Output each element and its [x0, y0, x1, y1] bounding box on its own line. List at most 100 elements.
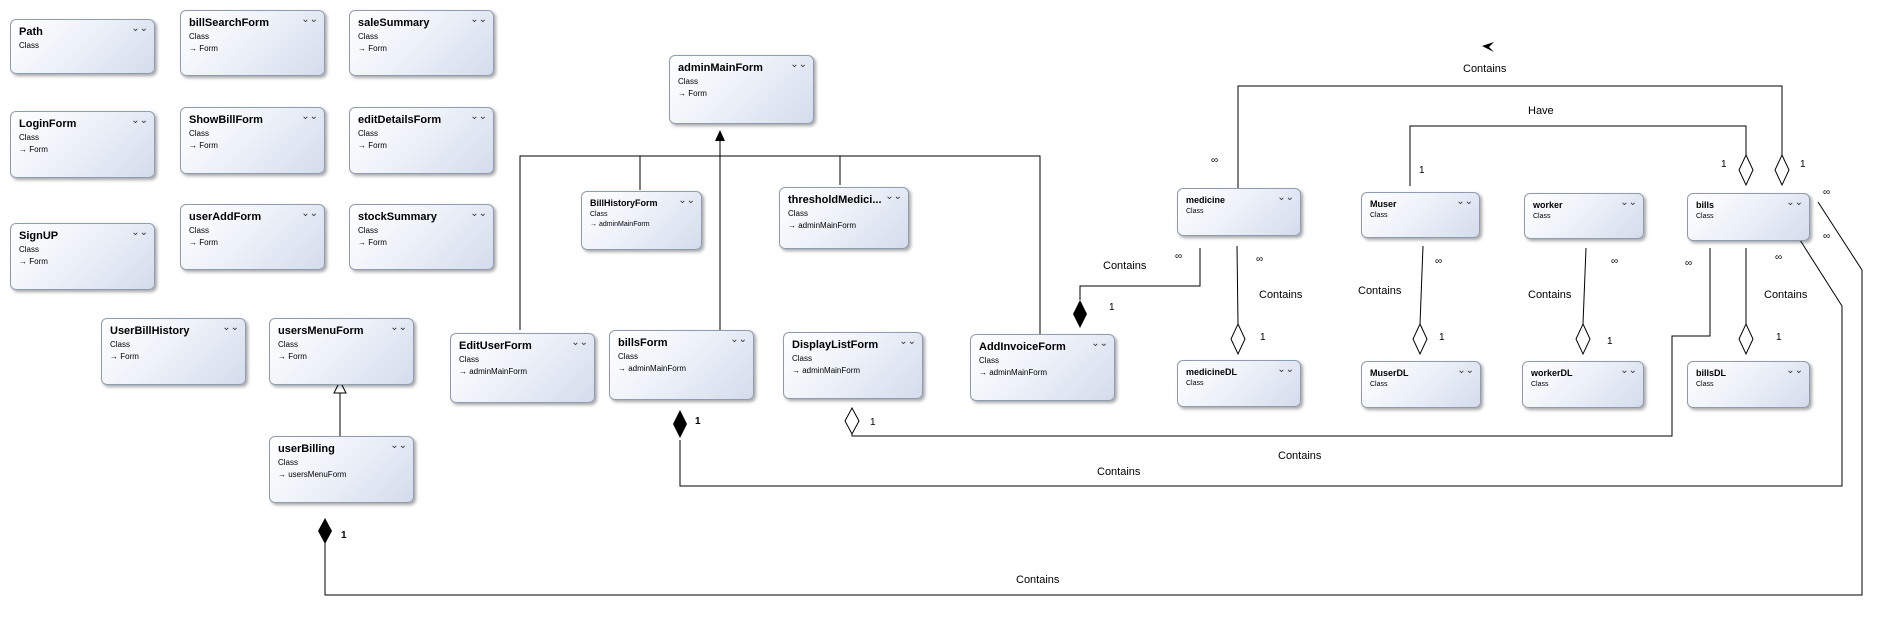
class-billsearchform[interactable]: billSearchForm Class → Form ⌄⌄ [180, 10, 325, 76]
class-base: → Form [358, 44, 387, 53]
class-useraddform[interactable]: userAddForm Class → Form ⌄⌄ [180, 204, 325, 270]
arrowhead-marker [1482, 42, 1494, 52]
multiplicity-label: 1 [1439, 332, 1445, 343]
chevron-down-icon[interactable]: ⌄⌄ [1620, 365, 1637, 376]
chevron-down-icon[interactable]: ⌄⌄ [470, 14, 487, 25]
class-billsdl[interactable]: billsDL Class ⌄⌄ [1687, 361, 1810, 408]
class-showbillform[interactable]: ShowBillForm Class → Form ⌄⌄ [180, 107, 325, 174]
class-base: → adminMainForm [459, 367, 528, 376]
chevron-down-icon[interactable]: ⌄⌄ [222, 322, 239, 333]
chevron-down-icon[interactable]: ⌄⌄ [131, 23, 148, 34]
chevron-down-icon[interactable]: ⌄⌄ [730, 334, 747, 345]
association-label: Contains [1463, 63, 1507, 75]
chevron-down-icon[interactable]: ⌄⌄ [470, 111, 487, 122]
class-muser[interactable]: Muser Class ⌄⌄ [1361, 192, 1480, 238]
class-stereotype: Class [19, 245, 40, 254]
chevron-down-icon[interactable]: ⌄⌄ [1277, 364, 1294, 375]
multiplicity-label: 1 [1607, 336, 1613, 347]
chevron-down-icon[interactable]: ⌄⌄ [899, 336, 916, 347]
chevron-down-icon[interactable]: ⌄⌄ [301, 111, 318, 122]
class-base-name: Form [29, 257, 48, 266]
multiplicity-label: ∞ [1823, 231, 1831, 242]
class-stereotype: Class [618, 352, 639, 361]
chevron-down-icon[interactable]: ⌄⌄ [301, 208, 318, 219]
class-base: → adminMainForm [979, 368, 1048, 377]
class-base-name: Form [688, 89, 707, 98]
chevron-down-icon[interactable]: ⌄⌄ [1091, 338, 1108, 349]
class-stereotype: Class [1533, 213, 1551, 220]
chevron-down-icon[interactable]: ⌄⌄ [678, 195, 695, 206]
chevron-down-icon[interactable]: ⌄⌄ [571, 337, 588, 348]
chevron-down-icon[interactable]: ⌄⌄ [390, 322, 407, 333]
class-salesummary[interactable]: saleSummary Class → Form ⌄⌄ [349, 10, 494, 76]
class-stereotype: Class [19, 133, 40, 142]
class-muserdl[interactable]: MuserDL Class ⌄⌄ [1361, 361, 1481, 408]
class-adminmainform[interactable]: adminMainForm Class → Form ⌄⌄ [669, 55, 814, 124]
chevron-down-icon[interactable]: ⌄⌄ [1457, 365, 1474, 376]
class-bills[interactable]: bills Class ⌄⌄ [1687, 193, 1810, 241]
chevron-down-icon[interactable]: ⌄⌄ [1277, 192, 1294, 203]
class-userbillhistory[interactable]: UserBillHistory Class → Form ⌄⌄ [101, 318, 246, 385]
class-name: billsForm [618, 337, 668, 349]
chevron-down-icon[interactable]: ⌄⌄ [390, 440, 407, 451]
chevron-down-icon[interactable]: ⌄⌄ [1456, 196, 1473, 207]
class-worker[interactable]: worker Class ⌄⌄ [1524, 193, 1644, 239]
composition-diamond [673, 410, 687, 438]
chevron-down-icon[interactable]: ⌄⌄ [790, 59, 807, 70]
association-contains [1237, 85, 1783, 188]
class-billsform[interactable]: billsForm Class → adminMainForm ⌄⌄ [609, 330, 754, 400]
multiplicity-label: 1 [1721, 159, 1727, 170]
class-loginform[interactable]: LoginForm Class → Form ⌄⌄ [10, 111, 155, 178]
chevron-down-icon[interactable]: ⌄⌄ [131, 227, 148, 238]
chevron-down-icon[interactable]: ⌄⌄ [470, 208, 487, 219]
class-base-name: adminMainForm [989, 368, 1048, 377]
multiplicity-label: 1 [870, 417, 876, 428]
class-stereotype: Class [189, 226, 210, 235]
class-base: → Form [189, 44, 218, 53]
class-medicinedl[interactable]: medicineDL Class ⌄⌄ [1177, 360, 1301, 407]
class-thresholdmedicine[interactable]: thresholdMedici... Class → adminMainForm… [779, 187, 909, 249]
multiplicity-label: ∞ [1775, 252, 1783, 263]
inheritance-connector [519, 155, 1041, 334]
class-stereotype: Class [1696, 213, 1714, 220]
class-base-name: Form [199, 141, 218, 150]
class-stereotype: Class [1696, 381, 1714, 388]
class-stereotype: Class [358, 32, 379, 41]
multiplicity-label: 1 [695, 416, 701, 427]
class-addinvoiceform[interactable]: AddInvoiceForm Class → adminMainForm ⌄⌄ [970, 334, 1115, 401]
chevron-down-icon[interactable]: ⌄⌄ [131, 115, 148, 126]
class-editdetailsform[interactable]: editDetailsForm Class → Form ⌄⌄ [349, 107, 494, 174]
class-stereotype: Class [590, 211, 608, 218]
class-stocksummary[interactable]: stockSummary Class → Form ⌄⌄ [349, 204, 494, 270]
aggregation-diamond [1412, 322, 1428, 356]
chevron-down-icon[interactable]: ⌄⌄ [1786, 365, 1803, 376]
class-path[interactable]: Path Class ⌄⌄ [10, 19, 155, 74]
association-contains [1419, 245, 1424, 325]
class-base-name: Form [368, 238, 387, 247]
class-base: → Form [110, 352, 139, 361]
class-stereotype: Class [358, 129, 379, 138]
class-signup[interactable]: SignUP Class → Form ⌄⌄ [10, 223, 155, 290]
chevron-down-icon[interactable]: ⌄⌄ [301, 14, 318, 25]
class-edituserform[interactable]: EditUserForm Class → adminMainForm ⌄⌄ [450, 333, 595, 403]
association-contains [324, 201, 1863, 596]
chevron-down-icon[interactable]: ⌄⌄ [1786, 197, 1803, 208]
chevron-down-icon[interactable]: ⌄⌄ [1620, 197, 1637, 208]
class-workerdl[interactable]: workerDL Class ⌄⌄ [1522, 361, 1644, 408]
class-base-name: usersMenuForm [288, 470, 347, 479]
multiplicity-label: ∞ [1256, 254, 1264, 265]
class-billhistoryform[interactable]: BillHistoryForm Class → adminMainForm ⌄⌄ [581, 191, 702, 250]
class-base-name: adminMainForm [628, 364, 687, 373]
class-stereotype: Class [788, 209, 809, 218]
class-userbilling[interactable]: userBilling Class → usersMenuForm ⌄⌄ [269, 436, 414, 503]
class-medicine[interactable]: medicine Class ⌄⌄ [1177, 188, 1301, 236]
class-displaylistform[interactable]: DisplayListForm Class → adminMainForm ⌄⌄ [783, 332, 923, 399]
class-stereotype: Class [459, 355, 480, 364]
class-stereotype: Class [1186, 380, 1204, 387]
class-stereotype: Class [1186, 208, 1204, 215]
chevron-down-icon[interactable]: ⌄⌄ [885, 191, 902, 202]
class-usersmenuform[interactable]: usersMenuForm Class → Form ⌄⌄ [269, 318, 414, 385]
aggregation-diamond [844, 406, 860, 436]
